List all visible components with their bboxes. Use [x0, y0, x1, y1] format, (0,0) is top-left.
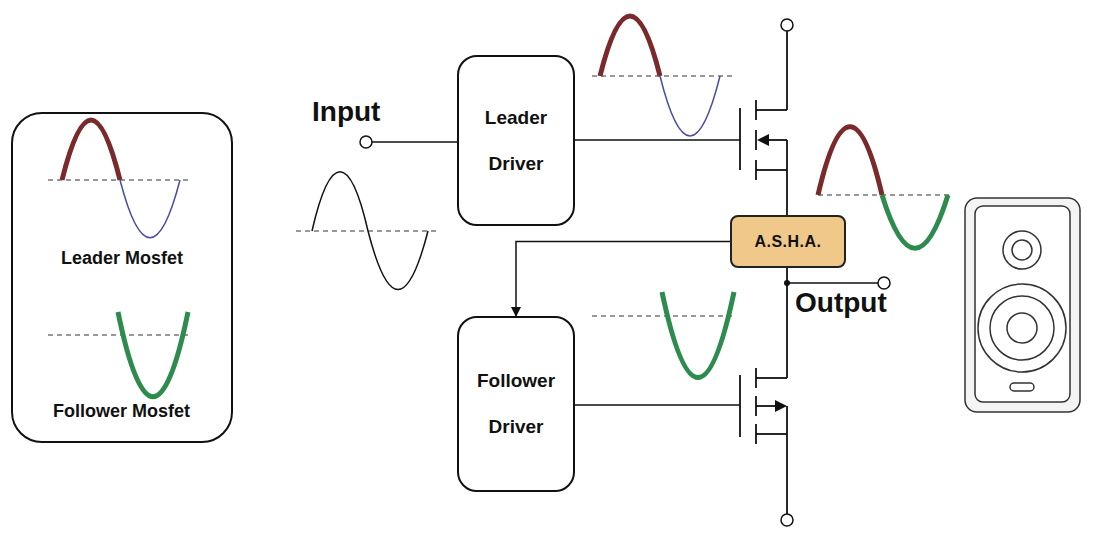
signal-arrow	[516, 242, 730, 317]
legend-panel	[12, 113, 232, 442]
input-wave	[312, 172, 428, 290]
speaker-icon	[965, 198, 1080, 412]
output-wave	[818, 127, 882, 195]
follower-half-wave	[118, 312, 188, 397]
box-label: A.S.H.A.	[754, 233, 821, 251]
box-label: Follower Driver	[471, 358, 561, 450]
driver-box: Leader Driver	[457, 55, 575, 226]
legend-text: Leader Mosfet	[61, 248, 183, 269]
follower-mosfet	[740, 368, 787, 514]
legend-text: Follower Mosfet	[53, 401, 190, 422]
leader-mosfet	[740, 31, 787, 215]
input-terminal	[360, 136, 372, 148]
driver-box: Follower Driver	[457, 316, 575, 492]
ground-terminal	[781, 514, 793, 526]
input-label: Input	[312, 96, 380, 128]
asha-box: A.S.H.A.	[730, 215, 846, 268]
box-label: Leader Driver	[471, 95, 561, 187]
supply-terminal	[781, 19, 793, 31]
output-label: Output	[795, 287, 887, 319]
leader-half-wave	[62, 120, 120, 180]
